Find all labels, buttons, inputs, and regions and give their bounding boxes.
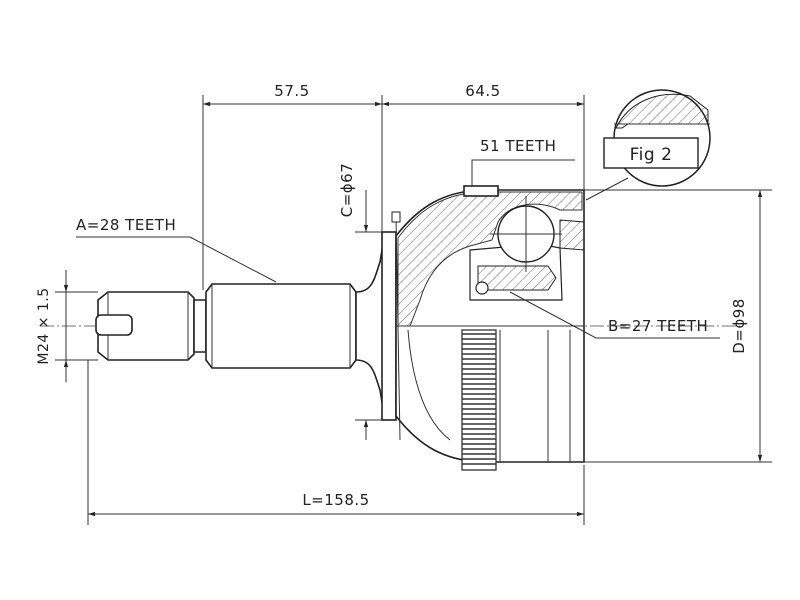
label-overall-length: L=158.5 (302, 491, 369, 509)
fig-2-detail (585, 89, 711, 201)
label-diameter-c: C=ϕ67 (338, 163, 356, 218)
inner-race-assembly (469, 196, 585, 301)
label-57-5: 57.5 (274, 82, 309, 100)
leader-51-teeth (471, 159, 575, 186)
dimension-57-5 (202, 95, 383, 290)
threaded-stub-tip (95, 291, 195, 361)
label-thread: M24 × 1.5 (36, 287, 52, 364)
label-diameter-d: D=ϕ98 (730, 298, 748, 354)
leader-b-27-teeth (509, 291, 720, 339)
flange (381, 231, 397, 421)
label-a-28-teeth: A=28 TEETH (76, 216, 176, 234)
leader-a-28-teeth (76, 236, 277, 283)
label-64-5: 64.5 (465, 82, 500, 100)
dimension-diameter-d (584, 189, 772, 463)
label-fig-2: Fig 2 (630, 145, 673, 165)
stub-flare (355, 237, 385, 415)
abs-tone-ring (461, 329, 497, 471)
dimension-overall-length (87, 360, 585, 525)
retaining-clip (391, 211, 401, 441)
label-b-27-teeth: B=27 TEETH (608, 317, 708, 335)
splined-stub (205, 283, 357, 369)
dimension-64-5 (382, 95, 585, 190)
shaft-neck (193, 299, 207, 353)
label-51-teeth: 51 TEETH (480, 137, 556, 155)
dimension-thread (55, 270, 98, 382)
teeth-marker (463, 185, 499, 197)
